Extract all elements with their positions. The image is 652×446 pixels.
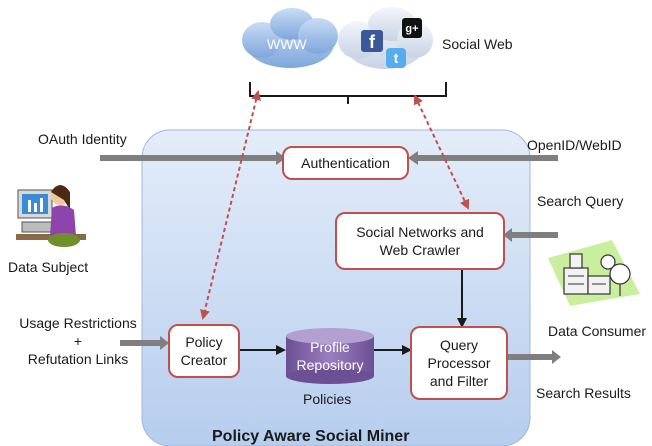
- profile-repository-line1: Profile: [310, 339, 350, 355]
- authentication-box: Authentication: [282, 146, 409, 180]
- search-results-arrow: [508, 350, 561, 364]
- search-results-label: Search Results: [536, 385, 631, 401]
- usage-restrictions-line2: +: [73, 333, 83, 349]
- profile-repository-label: Profile Repository: [286, 338, 374, 374]
- search-query-label: Search Query: [537, 193, 624, 209]
- query-line1: Query: [439, 337, 479, 353]
- facebook-icon: f: [361, 30, 383, 52]
- svg-text:g+: g+: [405, 23, 418, 35]
- oauth-identity-label: OAuth Identity: [38, 131, 127, 147]
- www-label: WWW: [267, 36, 307, 52]
- data-subject-label: Data Subject: [8, 259, 89, 275]
- query-line2: Processor: [427, 355, 491, 371]
- usage-restrictions-label: Usage Restrictions + Refutation Links: [16, 314, 140, 368]
- data-consumer-label: Data Consumer: [548, 323, 647, 339]
- crawler-line2: Web Crawler: [379, 242, 461, 258]
- search-query-arrow: [503, 228, 558, 242]
- openid-webid-label: OpenID/WebID: [527, 137, 622, 153]
- usage-restrictions-arrow: [120, 336, 169, 350]
- brace: [249, 82, 447, 104]
- www-cloud: [242, 8, 338, 68]
- crawler-box: Social Networks and Web Crawler: [335, 212, 505, 270]
- usage-restrictions-line3: Refutation Links: [27, 351, 129, 367]
- data-consumer-icon: [548, 240, 640, 306]
- authentication-label: Authentication: [301, 155, 390, 171]
- crawler-line1: Social Networks and: [356, 224, 484, 240]
- google-plus-icon: g+: [402, 18, 422, 38]
- diagram-title: Policy Aware Social Miner: [212, 428, 410, 445]
- policy-creator-line1: Policy: [185, 334, 223, 350]
- query-line3: and Filter: [429, 373, 489, 389]
- policy-creator-line2: Creator: [180, 352, 228, 368]
- svg-text:t: t: [394, 50, 399, 66]
- dashed-www-to-policy-creator: [200, 90, 261, 320]
- oauth-arrow: [100, 151, 286, 165]
- twitter-icon: t: [386, 48, 406, 68]
- usage-restrictions-line1: Usage Restrictions: [19, 315, 137, 331]
- query-processor-box: Query Processor and Filter: [410, 326, 508, 400]
- policy-creator-box: Policy Creator: [168, 324, 240, 378]
- svg-text:f: f: [369, 32, 376, 52]
- data-subject-icon: [16, 185, 86, 247]
- policies-label: Policies: [303, 391, 352, 407]
- social-web-label: Social Web: [442, 36, 513, 52]
- profile-repository-line2: Repository: [296, 357, 364, 373]
- profile-repository-cylinder: [286, 328, 374, 384]
